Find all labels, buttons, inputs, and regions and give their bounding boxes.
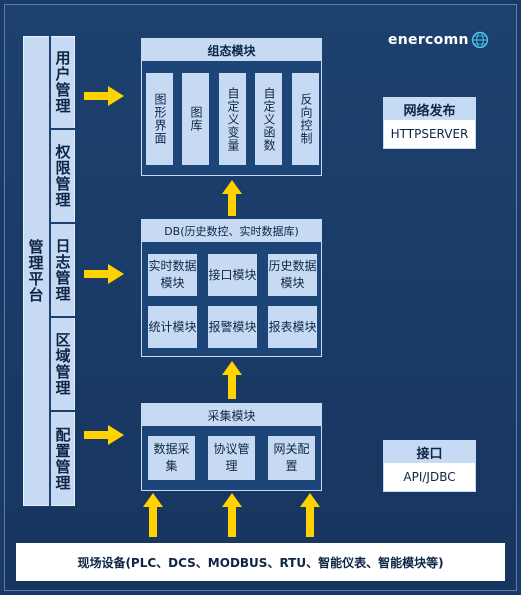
config-module: 组态模块 图形界面 图库 自定义变量 自定义函数 反向控制 (141, 38, 322, 176)
collect-module: 采集模块 数据采集 协议管理 网关配置 (141, 403, 322, 491)
arrow-right-icon (84, 264, 124, 284)
mgmt-item-user: 用户管理 (51, 36, 75, 130)
collect-item-gateway: 网关配置 (268, 436, 315, 480)
arrow-right-icon (84, 86, 124, 106)
publish-panel: 网络发布 HTTPSERVER (383, 97, 476, 149)
mgmt-item-config: 配置管理 (53, 427, 72, 491)
interface-panel: 接口 API/JDBC (383, 440, 476, 492)
interface-title: 接口 (384, 441, 475, 463)
arrow-right-icon (84, 425, 124, 445)
db-item-report: 报表模块 (268, 306, 317, 348)
config-item-gallery: 图库 (182, 73, 209, 165)
db-module-title: DB(历史数控、实时数据库) (142, 220, 321, 242)
arrow-up-icon (222, 361, 242, 399)
db-item-realtime: 实时数据模块 (148, 254, 197, 296)
management-list: 用户管理 权限管理 日志管理 区域管理 配置管理 (49, 36, 75, 506)
collect-item-protocol: 协议管理 (208, 436, 255, 480)
collect-item-data: 数据采集 (148, 436, 195, 480)
management-title: 管理平台 (26, 239, 45, 303)
globe-icon (471, 31, 488, 49)
arrow-up-icon (143, 493, 163, 537)
db-item-interface: 接口模块 (208, 254, 257, 296)
config-module-title: 组态模块 (142, 39, 321, 61)
config-item-variable: 自定义变量 (219, 73, 246, 165)
db-item-history: 历史数据模块 (268, 254, 317, 296)
logo: enercomn (388, 30, 498, 50)
mgmt-item-permission: 权限管理 (51, 130, 75, 224)
db-item-alarm: 报警模块 (208, 306, 257, 348)
logo-text: enercomn (388, 32, 469, 48)
config-item-function: 自定义函数 (255, 73, 282, 165)
config-item-graphic: 图形界面 (146, 73, 173, 165)
db-item-statistics: 统计模块 (148, 306, 197, 348)
mgmt-item-region: 区域管理 (51, 318, 75, 412)
db-module: DB(历史数控、实时数据库) 实时数据模块 接口模块 历史数据模块 统计模块 报… (141, 219, 322, 357)
arrow-up-icon (300, 493, 320, 537)
publish-value: HTTPSERVER (384, 120, 475, 148)
interface-value: API/JDBC (384, 463, 475, 491)
field-devices-bar: 现场设备(PLC、DCS、MODBUS、RTU、智能仪表、智能模块等) (16, 543, 505, 581)
arrow-up-icon (222, 493, 242, 537)
collect-module-title: 采集模块 (142, 404, 321, 426)
mgmt-item-log: 日志管理 (51, 224, 75, 318)
publish-title: 网络发布 (384, 98, 475, 120)
arrow-up-icon (222, 180, 242, 216)
config-item-reverse-control: 反向控制 (292, 73, 319, 165)
